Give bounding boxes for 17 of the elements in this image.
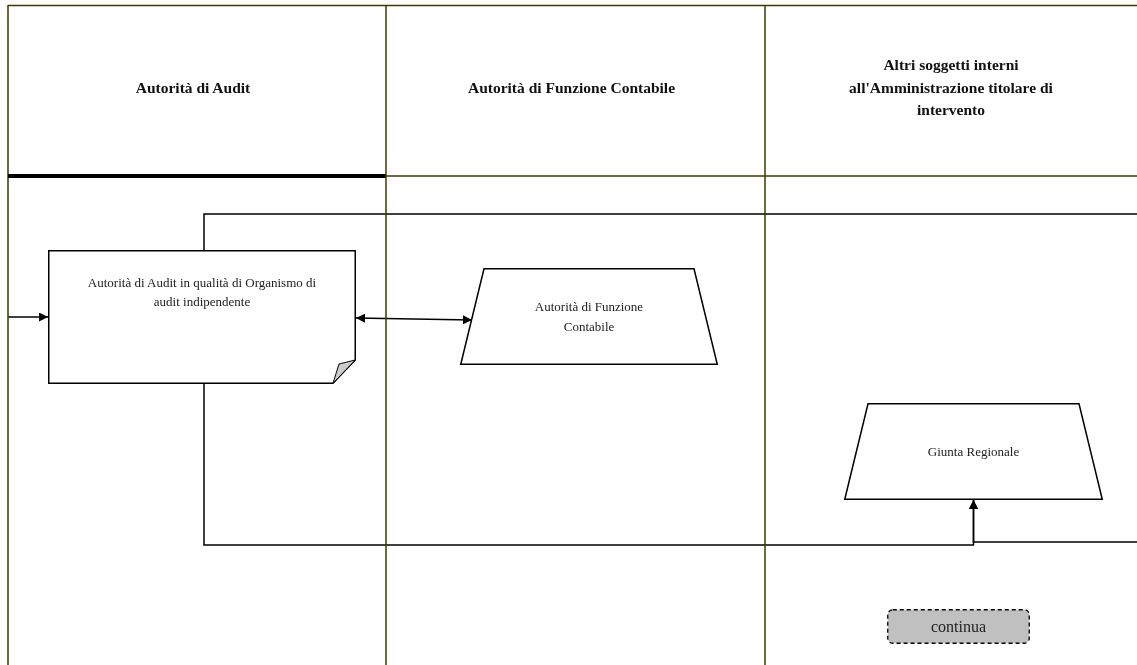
- arrow: [969, 499, 1137, 543]
- manual-operation-shape: [460, 268, 718, 365]
- swimlane: [386, 5, 765, 665]
- connector-terminal: [887, 609, 1030, 644]
- swimlane: [765, 5, 1137, 665]
- arrow: [7, 312, 49, 322]
- lane-heading: Altri soggetti interni all'Amministrazione titolare di intervento: [848, 55, 1054, 121]
- lane-heading: Autorità di Funzione Contabile: [466, 77, 677, 98]
- connector-line: [203, 213, 1137, 251]
- trapezoid-shape: [844, 403, 1103, 500]
- node-label: Autorità di Audit in qualità di Organismo di audit indipendente: [86, 273, 318, 311]
- document-shape: [48, 250, 356, 384]
- terminal-label: continua: [929, 616, 988, 637]
- swimlane: [8, 5, 386, 665]
- lane-heading: Autorità di Audit: [134, 77, 252, 98]
- node-label: Giunta Regionale: [926, 442, 1021, 461]
- node-label: Autorità di Funzione Contabile: [533, 298, 645, 336]
